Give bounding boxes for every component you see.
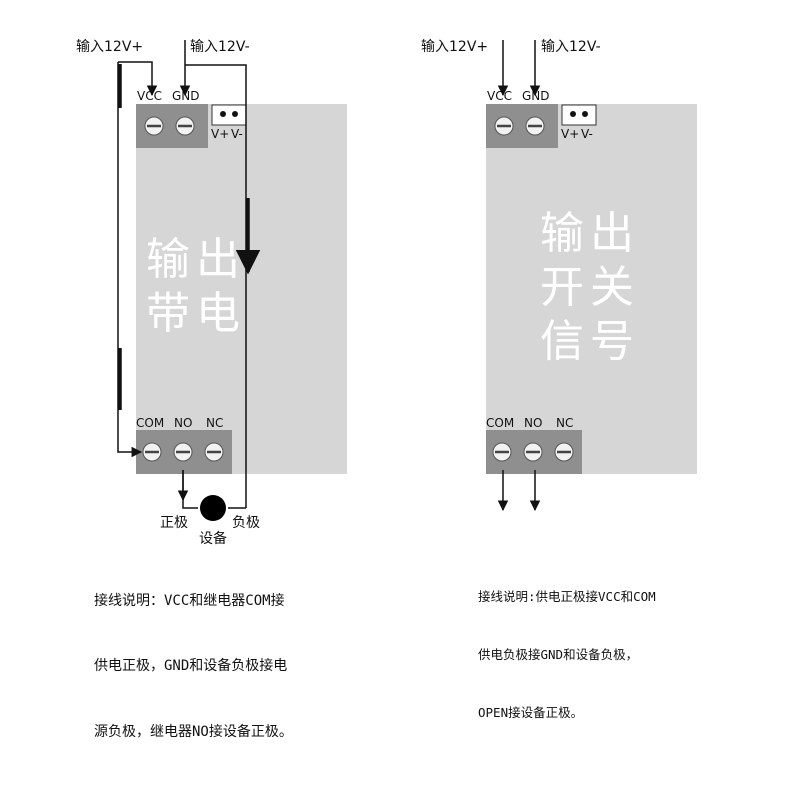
left-com-feed-wire [117,62,143,458]
left-nc-label: NC [206,416,224,430]
right-input-positive-label: 输入12V+ [421,39,489,55]
left-note-line: 源负极，继电器NO接设备正极。 [94,723,293,740]
right-no-screw [523,442,543,462]
left-device-positive-label: 正极 [160,515,188,531]
left-nc-screw [204,442,224,462]
right-note-line: OPEN接设备正极。 [478,705,584,720]
left-com-screw [142,442,162,462]
left-vcc-label: VCC [137,89,162,103]
right-wires [497,40,541,512]
right-wiring-note: 接线说明:供电正极接VCC和COM 供电负极接GND和设备负极， OPEN接设备… [478,548,656,761]
right-nc-label: NC [556,416,574,430]
right-nc-screw [554,442,574,462]
right-v-header [561,104,597,126]
left-board [136,104,347,474]
left-wiring-note: 接线说明：VCC和继电器COM接 供电正极，GND和设备负极接电 源负极，继电器… [94,548,293,787]
left-note-line: 接线说明：VCC和继电器COM接 [94,593,285,610]
left-no-label: NO [174,416,193,430]
left-vcc-screw [144,116,164,136]
right-vminus-label: V- [581,127,593,141]
left-device-negative-label: 负极 [232,515,260,531]
right-com-label: COM [486,416,515,430]
right-module [486,40,697,512]
left-vplus-label: V+ [211,127,230,141]
left-note-line: 供电正极，GND和设备负极接电 [94,658,288,675]
right-gnd-screw [525,116,545,136]
right-input-negative-label: 输入12V- [541,39,601,55]
left-no-screw [173,442,193,462]
left-board-caption-line1: 输出 [146,234,246,285]
left-vminus-label: V- [231,127,243,141]
left-gnd-screw [175,116,195,136]
left-wires [117,40,261,509]
left-vcc-wire [118,61,158,97]
right-note-line: 供电负极接GND和设备负极， [478,646,639,662]
right-com-screw [492,442,512,462]
right-board-caption-line1: 输出 [540,208,640,259]
right-gnd-label: GND [522,89,550,103]
left-device-symbol [200,495,226,521]
left-board-caption-line2: 带电 [146,288,246,339]
left-com-label: COM [136,416,165,430]
left-input-positive-label: 输入12V+ [76,39,144,55]
left-module [117,40,347,521]
left-input-negative-label: 输入12V- [190,39,250,55]
right-note-line: 接线说明:供电正极接VCC和COM [478,588,656,604]
left-v-header [211,104,247,126]
left-device-label: 设备 [199,531,227,547]
right-board-caption-line3: 信号 [540,316,640,367]
left-neg-return-wire [185,64,247,508]
right-vplus-label: V+ [561,127,580,141]
right-vcc-label: VCC [487,89,512,103]
right-no-label: NO [524,416,543,430]
left-gnd-label: GND [172,89,200,103]
left-no-output-wire [182,470,198,509]
right-board [486,104,697,474]
right-vcc-screw [494,116,514,136]
right-board-caption-line2: 开关 [540,262,640,313]
